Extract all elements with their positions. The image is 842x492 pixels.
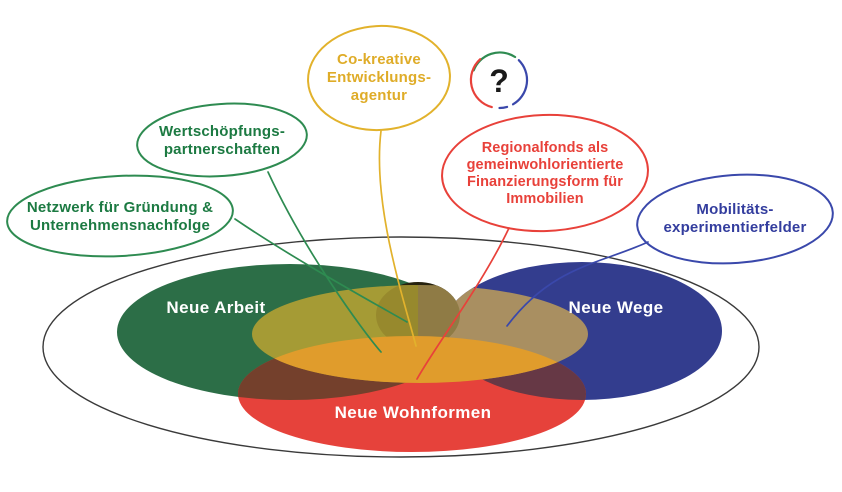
overlap-yellow-red (252, 336, 586, 383)
bubble-cokreativ-line3: agentur (351, 87, 407, 104)
bubble-cokreativ: Co-kreative Entwicklungs- agentur (307, 24, 451, 132)
bubble-wertschoepfung: Wertschöpfungs- partnerschaften (136, 102, 308, 178)
bubble-cokreativ-line1: Co-kreative (337, 51, 421, 68)
connector-mobilitaet-line (506, 241, 649, 327)
bubble-mobilitaet-line1: Mobilitäts- (696, 201, 773, 218)
bubble-regionalfonds-line4: Immobilien (506, 191, 584, 207)
bubble-regionalfonds-line2: gemeinwohlorientierte (467, 157, 624, 173)
connector-cokreativ-line (378, 130, 417, 347)
bubble-mobilitaet-line2: experimentierfelder (663, 219, 806, 236)
question-circle-blue-arc (511, 59, 529, 106)
red-ellipse-label: Neue Wohnformen (335, 403, 492, 422)
bubble-mobilitaet-outline (636, 173, 834, 265)
connector-wertschoepfung-line (267, 171, 382, 353)
outer-platform-ellipse (42, 236, 760, 458)
bubble-regionalfonds-outline (441, 113, 649, 233)
connector-regionalfonds-line (416, 227, 510, 380)
bubble-netzwerk-outline (6, 174, 234, 258)
green-ellipse-label: Neue Arbeit (166, 298, 265, 317)
bubble-netzwerk: Netzwerk für Gründung & Unternehmensnach… (6, 174, 234, 258)
bubble-regionalfonds-line3: Finanzierungsform für (467, 174, 623, 190)
question-circle-blue-dash (498, 105, 509, 110)
blue-ellipse-label: Neue Wege (569, 298, 664, 317)
bubble-netzwerk-line1: Netzwerk für Gründung & (27, 199, 213, 216)
bubble-wertschoepfung-line1: Wertschöpfungs- (159, 123, 285, 140)
bubble-question: ? (469, 51, 529, 110)
bubble-regionalfonds: Regionalfonds als gemeinwohlorientierte … (441, 113, 649, 233)
bubble-cokreativ-line2: Entwicklungs- (327, 69, 431, 86)
bubble-cokreativ-outline (307, 24, 451, 132)
bubble-wertschoepfung-outline (136, 102, 308, 178)
bubble-regionalfonds-line1: Regionalfonds als (482, 140, 609, 156)
question-circle-red-arc (469, 58, 493, 109)
question-mark-label: ? (489, 63, 509, 99)
bubble-netzwerk-line2: Unternehmensnachfolge (30, 217, 210, 234)
bubble-mobilitaet: Mobilitäts- experimentierfelder (636, 173, 834, 265)
connector-netzwerk-line (234, 218, 408, 323)
bubble-wertschoepfung-line2: partnerschaften (164, 141, 280, 158)
